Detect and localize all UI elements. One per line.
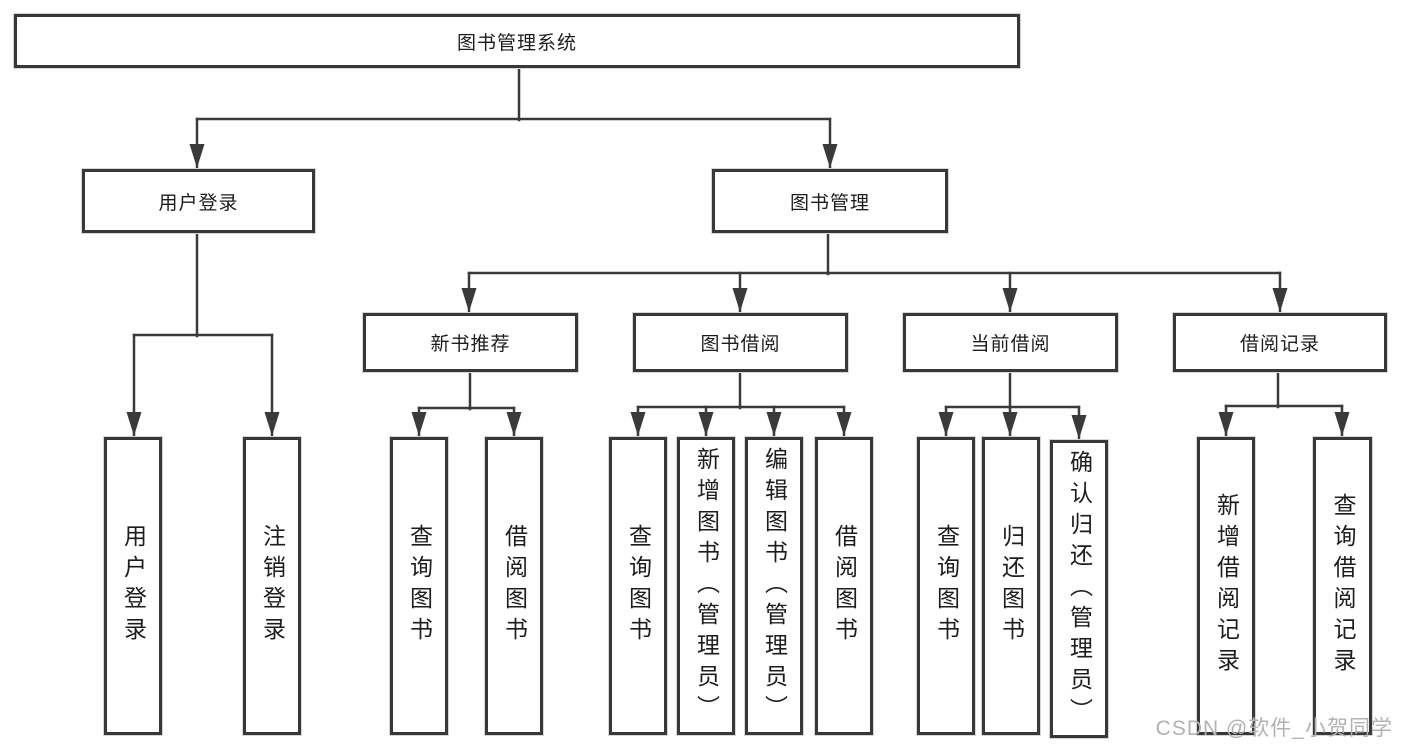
leaf-edit-books-admin: 编辑图书（管理员） bbox=[745, 437, 803, 735]
leaf-label: 注销登录 bbox=[259, 524, 286, 648]
leaf-label: 查询借阅记录 bbox=[1330, 493, 1356, 679]
leaf-label: 借阅图书 bbox=[501, 524, 528, 648]
leaf-label: 用户登录 bbox=[120, 524, 147, 648]
node-current-borrowing: 当前借阅 bbox=[903, 313, 1118, 372]
leaf-label: 借阅图书 bbox=[831, 524, 858, 648]
leaf-add-borrow-record: 新增借阅记录 bbox=[1197, 437, 1255, 735]
leaf-label: 确认归还（管理员） bbox=[1066, 449, 1093, 729]
csdn-watermark: CSDN @软件_小贺同学 bbox=[1155, 717, 1393, 740]
leaf-label: 查询图书 bbox=[933, 524, 960, 648]
leaf-logout: 注销登录 bbox=[243, 437, 301, 735]
leaf-label: 查询图书 bbox=[625, 524, 652, 648]
node-new-book-recommend: 新书推荐 bbox=[363, 313, 578, 372]
leaf-label: 编辑图书（管理员） bbox=[761, 446, 788, 726]
leaf-query-books-recommend: 查询图书 bbox=[390, 437, 448, 735]
node-book-borrowing: 图书借阅 bbox=[633, 313, 848, 372]
leaf-user-login: 用户登录 bbox=[104, 437, 162, 735]
node-user-login-branch: 用户登录 bbox=[82, 169, 315, 233]
leaf-borrow-books-recommend: 借阅图书 bbox=[485, 437, 543, 735]
leaf-return-books: 归还图书 bbox=[982, 437, 1040, 735]
leaf-confirm-return-admin: 确认归还（管理员） bbox=[1050, 440, 1108, 738]
leaf-label: 查询图书 bbox=[406, 524, 433, 648]
leaf-query-books-current: 查询图书 bbox=[917, 437, 975, 735]
leaf-query-borrow-record: 查询借阅记录 bbox=[1313, 437, 1372, 735]
node-root-library-system: 图书管理系统 bbox=[14, 14, 1020, 68]
leaf-add-books-admin: 新增图书（管理员） bbox=[677, 437, 735, 735]
leaf-label: 新增图书（管理员） bbox=[693, 446, 720, 726]
node-borrowing-records: 借阅记录 bbox=[1173, 313, 1387, 372]
leaf-label: 新增借阅记录 bbox=[1213, 493, 1240, 679]
node-book-management-branch: 图书管理 bbox=[712, 169, 948, 233]
leaf-borrow-books: 借阅图书 bbox=[815, 437, 873, 735]
leaf-query-books-borrow: 查询图书 bbox=[609, 437, 667, 735]
leaf-label: 归还图书 bbox=[998, 524, 1025, 648]
